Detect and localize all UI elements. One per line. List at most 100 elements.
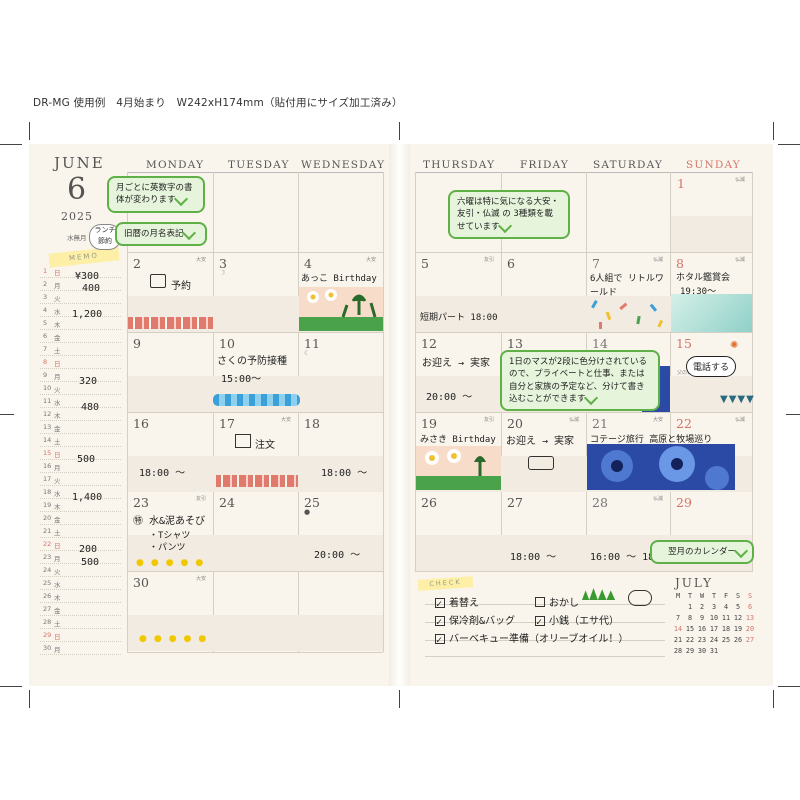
check-item[interactable]: おかし [535,594,579,609]
date-23[interactable]: 23 [133,495,149,510]
next-month-date: 23 [697,636,707,644]
check-item[interactable]: ✓バーベキュー準備（オリーブオイル！） [435,630,628,646]
weekday-friday: FRIDAY [520,159,570,171]
memo-row-day: 26 [43,592,52,600]
memo-row-weekday: 月 [54,555,61,563]
date-25[interactable]: 25 [304,495,320,510]
date-15[interactable]: 15 [676,336,692,351]
date-18[interactable]: 18 [304,416,320,431]
check-item[interactable]: ✓小銭（エサ代） [535,612,619,628]
memo-note: 1,200 [72,309,103,320]
moon-icon: ☾ [304,349,311,357]
check-item[interactable]: ✓保冷剤&バッグ [435,612,515,628]
date-27[interactable]: 27 [507,495,523,510]
date-14[interactable]: 14 [592,336,608,351]
year: 2025 [61,210,93,223]
memo-row-day: 17 [43,475,52,483]
date-30[interactable]: 30 [133,575,149,590]
checkbox-checked[interactable]: ✓ [535,616,545,628]
rokuyo-label: 大安 [366,257,377,263]
rokuyo-label: 友引 [484,417,495,423]
date-4[interactable]: 4 [304,256,312,271]
memo-row-day: 8 [43,358,48,366]
next-month-date: 17 [709,625,719,633]
date-13[interactable]: 13 [507,336,523,351]
date-1[interactable]: 1 [677,176,685,191]
callout-font-note: 月ごとに英数字の書体が変わります [107,176,205,213]
date-5[interactable]: 5 [421,256,429,271]
checkbox-checked[interactable]: ✓ [435,598,445,610]
date-3[interactable]: 3 [219,256,227,271]
date-6[interactable]: 6 [507,256,515,271]
check-item-label: 着替え [449,598,479,609]
next-month-date: 2 [699,603,705,611]
date-17[interactable]: 17 [219,416,235,431]
next-month-date: 22 [685,636,695,644]
memo-note: 320 [79,376,98,387]
date-26[interactable]: 26 [421,495,437,510]
next-month-weekday: S [735,592,741,600]
memo-row-day: 27 [43,605,52,613]
next-month-weekday: M [675,592,681,600]
next-month-date: 19 [733,625,743,633]
date-7[interactable]: 7 [592,256,600,271]
next-month-date: 15 [685,625,695,633]
date-28[interactable]: 28 [592,495,608,510]
entry-time: 18:00 〜 [139,468,186,479]
memo-row-day: 22 [43,540,52,548]
date-2[interactable]: 2 [133,256,141,271]
entry-birthday: みさき Birthday [420,435,496,445]
checkbox-checked[interactable]: ✓ [435,634,445,646]
memo-row-weekday: 土 [54,620,61,628]
date-29[interactable]: 29 [676,495,692,510]
memo-row-day: 3 [43,293,48,301]
date-24[interactable]: 24 [219,495,235,510]
entry-time: 15:00〜 [221,374,262,385]
memo-row-weekday: 金 [54,607,61,615]
date-20[interactable]: 20 [507,416,523,431]
next-month-date: 29 [685,647,695,655]
memo-note: 500 [77,454,96,465]
spark-icon: ✺ [730,340,739,351]
memo-row-weekday: 日 [54,542,61,550]
checkbox-checked[interactable]: ✓ [435,616,445,628]
rokuyo-label: 仏滅 [653,257,664,263]
check-item-label: おかし [549,598,579,609]
date-21[interactable]: 21 [592,416,608,431]
document-title: DR-MG 使用例 4月始まり W242xH174mm（貼付用にサイズ加工済み） [33,97,403,109]
memo-row-weekday: 月 [54,373,61,381]
red-washi-tape [216,475,298,487]
bunting-icon: ▼▼▼▼ [720,394,755,405]
entry-pickup: お迎え → 実家 [422,358,491,369]
date-19[interactable]: 19 [421,416,437,431]
check-item[interactable]: ✓ 着替え [435,594,479,610]
entry-pickup: お迎え → 実家 [506,436,575,447]
memo-row-day: 30 [43,644,52,652]
date-8[interactable]: 8 [676,256,684,271]
date-9[interactable]: 9 [133,336,141,351]
date-22[interactable]: 22 [676,416,692,431]
date-16[interactable]: 16 [133,416,149,431]
next-month-date: 14 [673,625,683,633]
date-11[interactable]: 11 [304,336,320,351]
next-month-weekday: S [747,592,753,600]
next-month-weekday: T [711,592,717,600]
checkbox-unchecked[interactable] [535,597,545,607]
memo-row-day: 14 [43,436,52,444]
date-10[interactable]: 10 [219,336,235,351]
date-12[interactable]: 12 [421,336,437,351]
next-month-date: 30 [697,647,707,655]
